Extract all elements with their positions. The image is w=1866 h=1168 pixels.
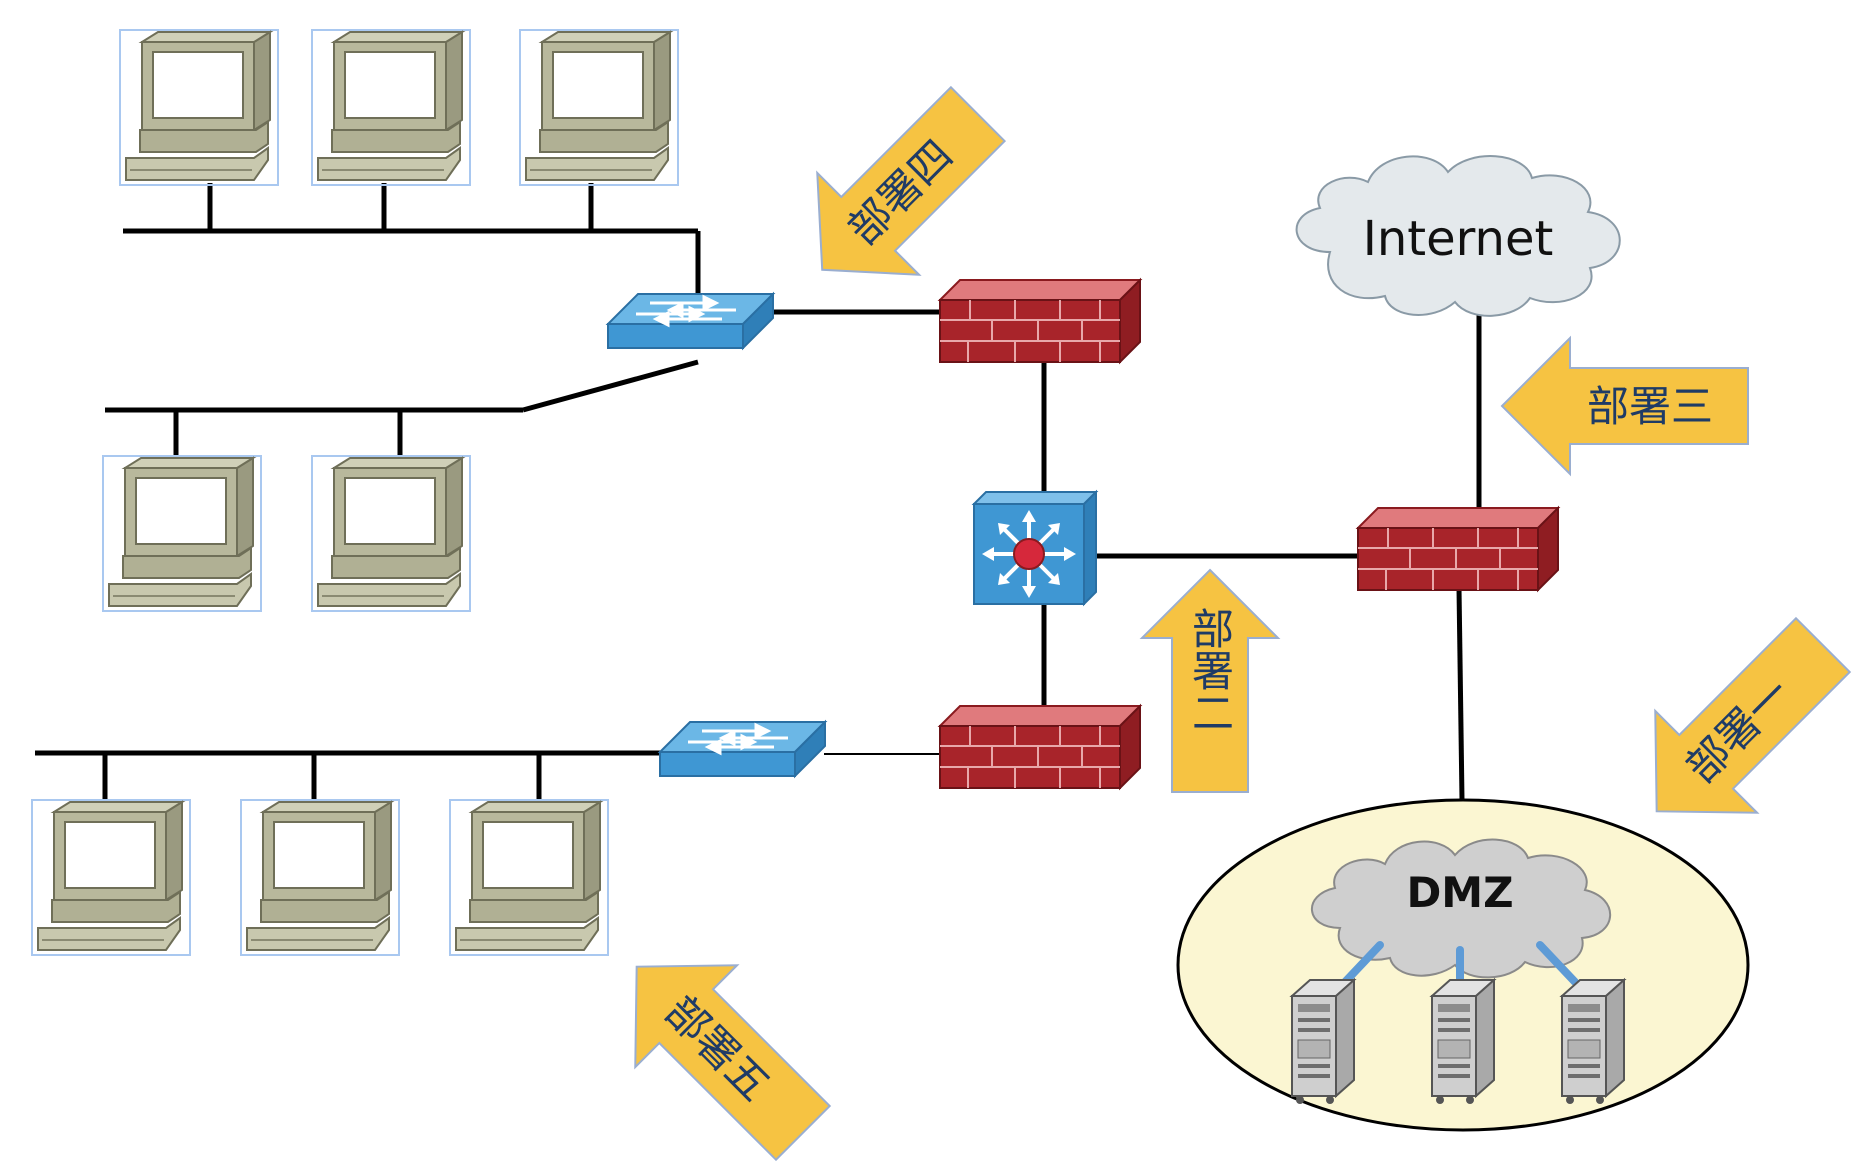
desktop-pc-icon [31, 799, 191, 956]
arrow-label-deploy-2: 部署二 [1186, 607, 1235, 733]
dmz-zone: DMZ [1176, 798, 1750, 1132]
network-links [35, 183, 1482, 801]
desktop-pc-icon [102, 455, 262, 612]
desktop-pc-icon [240, 799, 400, 956]
arrow-deploy-2: 部署二 [1139, 568, 1281, 793]
desktop-pc-icon [119, 29, 279, 186]
firewall-icon-internet [1357, 507, 1559, 591]
arrow-deploy-1: 部署一 [1654, 616, 1852, 814]
server-icon [1431, 979, 1495, 1105]
dmz-label: DMZ [1406, 868, 1513, 917]
arrow-deploy-5: 部署五 [634, 964, 832, 1162]
switch-icon-top [606, 292, 775, 350]
firewall-icon-bottom [939, 705, 1141, 789]
switch-icon-bottom [658, 720, 827, 778]
arrow-deploy-3: 部署三 [1500, 335, 1749, 477]
core-switch-icon [971, 489, 1099, 607]
pc-group-middle [102, 455, 471, 612]
dmz-cloud-icon [1310, 838, 1612, 979]
firewall-icon-top [939, 279, 1141, 363]
server-icon [1561, 979, 1625, 1105]
internet-label: Internet [1363, 211, 1554, 267]
desktop-pc-icon [449, 799, 609, 956]
desktop-pc-icon [311, 29, 471, 186]
pc-group-top [119, 29, 679, 186]
pc-group-bottom [31, 799, 609, 956]
desktop-pc-icon [519, 29, 679, 186]
server-icon [1291, 979, 1355, 1105]
internet-cloud-icon: Internet [1295, 155, 1621, 317]
arrow-label-deploy-3: 部署三 [1587, 382, 1713, 431]
desktop-pc-icon [311, 455, 471, 612]
